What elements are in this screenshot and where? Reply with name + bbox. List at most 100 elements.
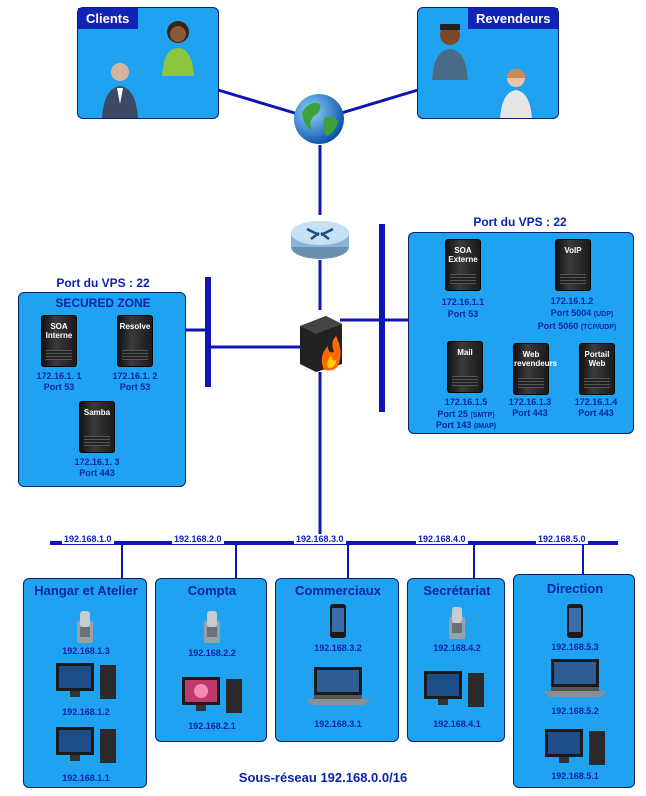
subnet-footer-label: Sous-réseau 192.168.0.0/16: [238, 770, 408, 785]
server-ip: 172.16.1.3: [508, 397, 552, 407]
subnet-4-address: 192.168.4.0: [416, 534, 468, 544]
server-name: Resolve: [119, 322, 151, 331]
server-port: Port 53: [119, 382, 151, 392]
device-ip: 192.168.1.1: [62, 773, 110, 783]
device-ip: 192.168.4.1: [433, 719, 481, 729]
device-ip: 192.168.3.1: [314, 719, 362, 729]
subnet-compta: Compta 192.168.2.2 192.168.2.1: [155, 578, 267, 742]
client-man-icon: [102, 63, 138, 118]
internet-globe-icon: [294, 94, 344, 144]
subnet-hangar-atelier: Hangar et Atelier 192.168.1.3 192.168.1.…: [23, 578, 147, 788]
device-ip: 192.168.5.2: [551, 706, 599, 716]
firewall-icon: [300, 316, 342, 372]
subnet-5-address: 192.168.5.0: [536, 534, 588, 544]
server-ip: 172.16.1. 2: [112, 371, 158, 381]
desktop-computer-icon: [545, 729, 605, 765]
subnet-secretariat: Secrétariat 192.168.4.2 192.168.4.1: [407, 578, 505, 742]
dmz-vps-port: Port du VPS : 22: [473, 215, 567, 229]
device-ip: 192.168.1.3: [62, 646, 110, 656]
ip-phone-icon: [449, 607, 465, 639]
port-value: Port 143: [435, 420, 472, 430]
secured-zone-title: SECURED ZONE: [55, 296, 151, 310]
server-name: Mail: [457, 348, 473, 357]
port-note: (IMAP): [473, 423, 497, 430]
reseller-man-icon: [432, 24, 468, 80]
router-icon: [291, 221, 349, 259]
subnet-title: Commerciaux: [295, 583, 381, 598]
server-name: VoIP: [564, 246, 582, 255]
device-ip: 192.168.3.2: [314, 643, 362, 653]
resolve-server: Resolve: [117, 315, 153, 367]
server-port: Port 53: [447, 309, 479, 319]
subnet-2-address: 192.168.2.0: [172, 534, 224, 544]
server-port: Port 443: [578, 408, 614, 418]
laptop-icon: [543, 659, 607, 697]
subnet-title: Direction: [546, 581, 604, 596]
server-ip: 172.16.1.2: [550, 296, 594, 306]
revendeurs-label: Revendeurs: [468, 8, 558, 29]
ip-phone-icon: [77, 611, 93, 643]
port-note: (TCP/UDP): [580, 324, 617, 331]
desktop-computer-icon: [424, 671, 484, 707]
port-value: Port 5060: [537, 321, 579, 331]
voip-port-tcp-udp: Port 5060 (TCP/UDP): [517, 321, 637, 333]
laptop-icon: [306, 667, 370, 705]
dmz-switch-bar: [379, 224, 385, 412]
mail-port-imap: Port 143 (IMAP): [421, 420, 511, 432]
server-name: Samba: [83, 408, 111, 417]
port-value: Port 5004: [550, 308, 592, 318]
port-note: (UDP): [593, 311, 614, 318]
device-ip: 192.168.1.2: [62, 707, 110, 717]
clients-zone: Clients: [77, 7, 219, 119]
ip-phone-icon: [204, 611, 220, 643]
mail-port-smtp: Port 25 (SMTP): [421, 409, 511, 421]
server-ip: 172.16.1.4: [574, 397, 618, 407]
desktop-computer-icon: [56, 727, 116, 763]
server-ip: 172.16.1. 1: [36, 371, 82, 381]
reseller-woman-icon: [500, 69, 532, 118]
secured-zone-switch-bar: [205, 277, 211, 387]
samba-server: Samba: [79, 401, 115, 453]
revendeurs-zone: Revendeurs: [417, 7, 559, 119]
device-ip: 192.168.5.3: [551, 642, 599, 652]
subnet-1-address: 192.168.1.0: [62, 534, 114, 544]
device-ip: 192.168.5.1: [551, 771, 599, 781]
client-woman-icon: [162, 21, 194, 76]
port-value: Port 25: [437, 409, 468, 419]
subnet-title: Hangar et Atelier: [34, 583, 138, 598]
voip-port-udp: Port 5004 (UDP): [527, 308, 637, 320]
desktop-computer-icon: [182, 677, 242, 713]
subnet-3-address: 192.168.3.0: [294, 534, 346, 544]
subnet-title: Compta: [187, 583, 237, 598]
server-port: Port 443: [79, 468, 115, 478]
voip-server: VoIP: [555, 239, 591, 291]
subnet-title: Secrétariat: [423, 583, 491, 598]
server-ip: 172.16.1.5: [444, 397, 488, 407]
secured-zone-vps-port: Port du VPS : 22: [56, 276, 150, 290]
smartphone-icon: [567, 604, 583, 638]
server-ip: 172.16.1. 3: [74, 457, 120, 467]
server-port: Port 443: [512, 408, 548, 418]
device-ip: 192.168.4.2: [433, 643, 481, 653]
server-port: Port 53: [43, 382, 75, 392]
desktop-computer-icon: [56, 663, 116, 699]
port-note: (SMTP): [470, 412, 495, 419]
smartphone-icon: [330, 604, 346, 638]
server-ip: 172.16.1.1: [441, 297, 485, 307]
mail-server: Mail: [447, 341, 483, 393]
subnet-commerciaux: Commerciaux 192.168.3.2 192.168.3.1: [275, 578, 399, 742]
device-ip: 192.168.2.1: [188, 721, 236, 731]
device-ip: 192.168.2.2: [188, 648, 236, 658]
clients-label: Clients: [78, 8, 138, 29]
subnet-direction: Direction 192.168.5.3 192.168.5.2 192.16…: [513, 574, 635, 788]
